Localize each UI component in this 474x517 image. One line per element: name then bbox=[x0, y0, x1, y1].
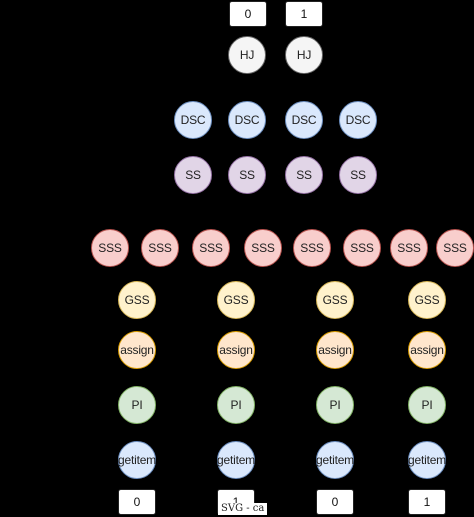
node-getitem: getitem bbox=[118, 441, 156, 479]
node-sss: SSS bbox=[192, 229, 230, 267]
node-dsc: DSC bbox=[285, 101, 323, 139]
node-assign: assign bbox=[316, 331, 354, 369]
bottom-index-box: 0 bbox=[316, 489, 354, 515]
node-sss: SSS bbox=[293, 229, 331, 267]
node-dsc: DSC bbox=[228, 101, 266, 139]
node-pi: PI bbox=[316, 386, 354, 424]
node-pi: PI bbox=[408, 386, 446, 424]
node-getitem: getitem bbox=[316, 441, 354, 479]
node-hj: HJ bbox=[285, 36, 323, 74]
node-hj: HJ bbox=[228, 36, 266, 74]
node-getitem: getitem bbox=[408, 441, 446, 479]
node-ss: SS bbox=[228, 156, 266, 194]
node-gss: GSS bbox=[118, 281, 156, 319]
top-index-box: 0 bbox=[229, 1, 267, 27]
node-pi: PI bbox=[118, 386, 156, 424]
node-getitem: getitem bbox=[217, 441, 255, 479]
node-ss: SS bbox=[339, 156, 377, 194]
node-assign: assign bbox=[217, 331, 255, 369]
node-gss: GSS bbox=[408, 281, 446, 319]
top-index-box: 1 bbox=[285, 1, 323, 27]
bottom-index-box: 0 bbox=[118, 489, 156, 515]
node-gss: GSS bbox=[217, 281, 255, 319]
svg-caption: SVG - ca bbox=[218, 503, 268, 515]
node-sss: SSS bbox=[244, 229, 282, 267]
node-pi: PI bbox=[217, 386, 255, 424]
node-sss: SSS bbox=[436, 229, 474, 267]
node-assign: assign bbox=[118, 331, 156, 369]
node-assign: assign bbox=[408, 331, 446, 369]
node-sss: SSS bbox=[91, 229, 129, 267]
node-sss: SSS bbox=[390, 229, 428, 267]
node-ss: SS bbox=[174, 156, 212, 194]
node-gss: GSS bbox=[316, 281, 354, 319]
node-sss: SSS bbox=[343, 229, 381, 267]
node-ss: SS bbox=[285, 156, 323, 194]
bottom-index-box: 1 bbox=[408, 489, 446, 515]
node-dsc: DSC bbox=[174, 101, 212, 139]
node-sss: SSS bbox=[141, 229, 179, 267]
node-dsc: DSC bbox=[339, 101, 377, 139]
